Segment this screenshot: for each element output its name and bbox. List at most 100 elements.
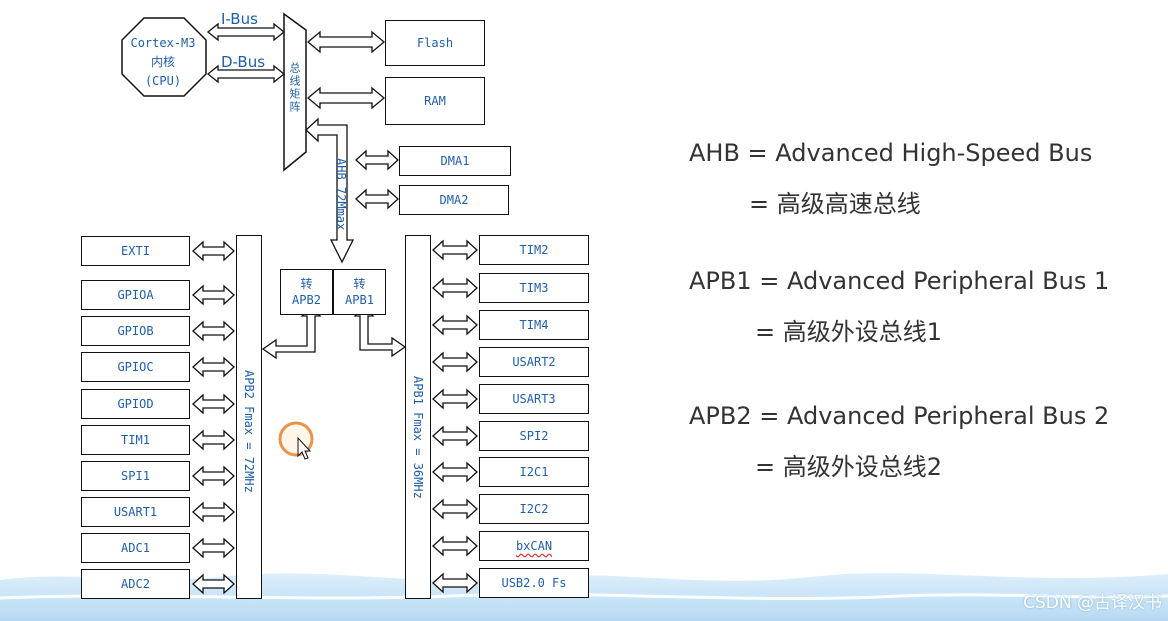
- ibus-label: I-Bus: [221, 10, 258, 28]
- apb1-link-arrow: [432, 572, 478, 594]
- apb1-link-arrow: [432, 314, 478, 336]
- peripheral-label: TIM4: [519, 318, 549, 332]
- apb1-link-arrow: [432, 425, 478, 447]
- apb2-peripheral-exti: EXTI: [81, 236, 190, 266]
- peripheral-label: GPIOD: [117, 397, 154, 411]
- bus-matrix-shape: [283, 12, 307, 172]
- peripheral-label: USART1: [113, 505, 158, 519]
- dma1-block: DMA1: [399, 146, 511, 176]
- peripheral-label: SPI1: [121, 469, 150, 483]
- dma1-label: DMA1: [440, 154, 470, 168]
- ibus-arrow: [206, 22, 286, 42]
- apb2-peripheral-spi1: SPI1: [81, 461, 190, 491]
- apb1-bus-label: APB1 Fmax = 36MHz: [411, 376, 425, 499]
- ahb-arrow: [305, 117, 355, 264]
- mouse-pointer-icon: [297, 436, 312, 460]
- ram-block: RAM: [385, 77, 485, 125]
- apb2-peripheral-adc1: ADC1: [81, 533, 190, 563]
- dma2-arrow: [355, 188, 399, 210]
- peripheral-label: TIM2: [519, 243, 549, 257]
- apb1-link-arrow: [432, 239, 478, 261]
- apb2-peripheral-gpioc: GPIOC: [81, 352, 190, 382]
- bridge-divider: [332, 269, 334, 315]
- bridge-apb1-bottom: APB1: [345, 293, 374, 307]
- dma2-label: DMA2: [439, 193, 469, 207]
- legend-ahb-cn: = 高级高速总线: [749, 190, 921, 218]
- apb2-link-arrow: [192, 537, 235, 559]
- peripheral-label: SPI2: [519, 429, 549, 443]
- apb2-peripheral-gpioa: GPIOA: [81, 280, 190, 310]
- apb2-link-arrow: [192, 240, 235, 262]
- apb1-peripheral-spi2: SPI2: [479, 421, 589, 451]
- apb2-link-arrow: [192, 573, 235, 595]
- cpu-note: (CPU): [144, 74, 182, 88]
- peripheral-label: TIM1: [121, 433, 150, 447]
- legend-apb1-cn: = 高级外设总线1: [755, 318, 943, 346]
- dma1-arrow: [355, 149, 399, 171]
- apb2-link-arrow: [192, 393, 235, 415]
- bridge-apb1: 转 APB1: [333, 269, 386, 315]
- apb1-peripheral-usart3: USART3: [479, 384, 589, 414]
- peripheral-label: USART3: [512, 392, 556, 406]
- watermark: CSDN @古译汉书: [1023, 593, 1162, 613]
- apb2-peripheral-usart1: USART1: [81, 497, 190, 527]
- cpu-label: Cortex-M3 内核 (CPU): [121, 34, 205, 91]
- cpu-octagon: [121, 17, 207, 97]
- apb1-link-arrow: [432, 388, 478, 410]
- apb2-link-arrow: [192, 284, 235, 306]
- apb1-peripheral-tim4: TIM4: [479, 310, 589, 340]
- apb2-peripheral-gpiob: GPIOB: [81, 316, 190, 346]
- bridge-apb2-top: 转: [300, 277, 313, 291]
- legend-apb2-cn: = 高级外设总线2: [755, 453, 943, 481]
- peripheral-label: USB2.0 Fs: [501, 576, 567, 590]
- peripheral-label: TIM3: [519, 281, 549, 295]
- dbus-label: D-Bus: [221, 53, 266, 71]
- ram-label: RAM: [424, 94, 446, 108]
- legend-apb2: APB2 = Advanced Peripheral Bus 2: [689, 402, 1110, 430]
- legend-apb1: APB1 = Advanced Peripheral Bus 1: [689, 267, 1110, 295]
- apb1-peripheral-i2c2: I2C2: [479, 494, 589, 524]
- peripheral-label: EXTI: [121, 244, 150, 258]
- bridge-apb1-top: 转: [353, 277, 366, 291]
- legend-ahb: AHB = Advanced High-Speed Bus: [689, 139, 1093, 167]
- apb2-link-arrow: [192, 429, 235, 451]
- peripheral-label: GPIOB: [117, 324, 154, 338]
- apb2-peripheral-adc2: ADC2: [81, 569, 190, 599]
- apb2-peripheral-gpiod: GPIOD: [81, 389, 190, 419]
- ahb-bus-label: AHB 72Mmax: [334, 158, 348, 231]
- apb2-link-arrow: [192, 320, 235, 342]
- apb2-link-arrow: [192, 356, 235, 378]
- apb1-peripheral-usart2: USART2: [479, 347, 589, 377]
- apb1-link-arrow: [432, 535, 478, 557]
- apb1-bus-bar: [405, 235, 431, 599]
- peripheral-label: ADC1: [121, 541, 150, 555]
- ram-arrow: [306, 86, 386, 110]
- apb1-peripheral-usb2-0-fs: USB2.0 Fs: [479, 568, 589, 598]
- apb2-peripheral-tim1: TIM1: [81, 425, 190, 455]
- apb1-bridge-arrow: [353, 305, 407, 358]
- peripheral-label: I2C2: [519, 502, 549, 516]
- dma2-block: DMA2: [399, 185, 509, 215]
- apb2-link-arrow: [192, 465, 235, 487]
- peripheral-label: I2C1: [519, 465, 549, 479]
- flash-block: Flash: [385, 20, 485, 66]
- apb1-peripheral-tim2: TIM2: [479, 235, 589, 265]
- apb1-link-arrow: [432, 498, 478, 520]
- apb1-link-arrow: [432, 277, 478, 299]
- apb1-peripheral-tim3: TIM3: [479, 273, 589, 303]
- apb2-bus-bar: [236, 235, 262, 599]
- apb2-link-arrow: [192, 501, 235, 523]
- peripheral-label: ADC2: [121, 577, 150, 591]
- dbus-arrow: [206, 64, 286, 84]
- apb1-peripheral-bxcan: bxCAN: [479, 531, 589, 561]
- peripheral-label: GPIOC: [117, 360, 154, 374]
- flash-arrow: [306, 30, 386, 54]
- bridge-apb2-bottom: APB2: [292, 293, 321, 307]
- peripheral-label: GPIOA: [117, 288, 154, 302]
- apb1-peripheral-i2c1: I2C1: [479, 457, 589, 487]
- apb1-link-arrow: [432, 461, 478, 483]
- bridge-apb2: 转 APB2: [280, 269, 333, 315]
- peripheral-label: USART2: [512, 355, 556, 369]
- flash-label: Flash: [416, 36, 454, 50]
